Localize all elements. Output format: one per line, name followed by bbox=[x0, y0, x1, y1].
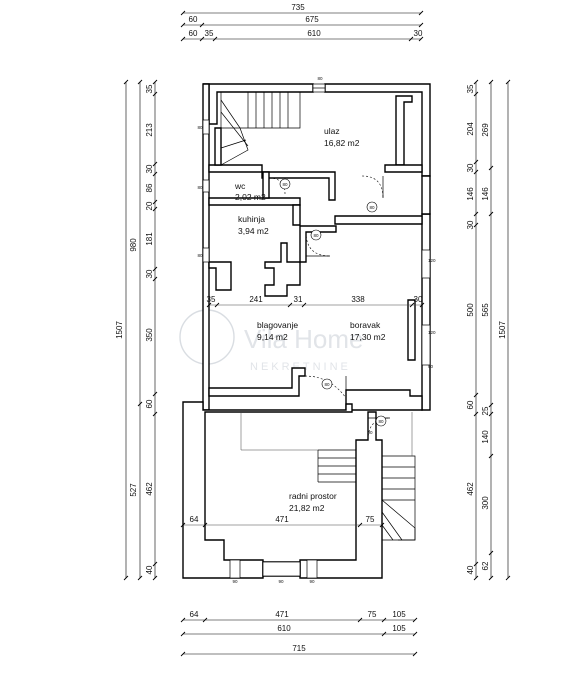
bottom-dim-105a: 105 bbox=[392, 610, 406, 619]
room-boravak-area: 17,30 m2 bbox=[350, 332, 386, 342]
window-tag: 90 bbox=[428, 364, 434, 369]
windows bbox=[202, 83, 431, 579]
room-wc-name: wc bbox=[234, 181, 246, 191]
right-dim-60: 60 bbox=[466, 400, 475, 409]
bottom-dim-105b: 105 bbox=[392, 624, 406, 633]
staircase-upper bbox=[220, 91, 301, 166]
room-ulaz-area: 16,82 m2 bbox=[324, 138, 360, 148]
left-dim-35: 35 bbox=[145, 84, 154, 93]
right-dim-35: 35 bbox=[466, 84, 475, 93]
window-tag: 90 bbox=[309, 579, 315, 584]
right-dim-300: 300 bbox=[481, 496, 490, 510]
watermark-brand: Vila Home bbox=[244, 324, 363, 354]
bottom-dimensions: 64 471 75 105 610 105 715 bbox=[180, 610, 418, 657]
right-dim-25: 25 bbox=[481, 406, 490, 415]
top-dim-735: 735 bbox=[291, 3, 305, 12]
right-dim-500: 500 bbox=[466, 303, 475, 317]
left-dim-350: 350 bbox=[145, 328, 154, 342]
window-tags: 80 80 80 120 120 90 90 90 90 90 bbox=[197, 125, 436, 584]
int-dim-338: 338 bbox=[351, 295, 365, 304]
room-radni-area: 21,82 m2 bbox=[289, 503, 325, 513]
int-dim-31: 31 bbox=[294, 295, 303, 304]
door-tag: 80 bbox=[282, 182, 288, 187]
left-dim-40: 40 bbox=[145, 565, 154, 574]
left-dim-213: 213 bbox=[145, 123, 154, 137]
watermark-sub: NEKRETNINE bbox=[250, 361, 351, 373]
left-dim-30a: 30 bbox=[145, 164, 154, 173]
top-dimensions: 735 60 675 60 35 610 30 bbox=[180, 3, 424, 42]
left-dimensions: 1507 980 527 35 213 30 86 20 181 30 350 … bbox=[115, 79, 158, 581]
bottom-dim-75: 75 bbox=[368, 610, 377, 619]
door-tag: 80 bbox=[313, 233, 319, 238]
room-radni-name: radni prostor bbox=[289, 491, 337, 501]
right-dim-269: 269 bbox=[481, 123, 490, 137]
right-dim-462: 462 bbox=[466, 482, 475, 496]
left-dim-86: 86 bbox=[145, 183, 154, 192]
bottom-dim-610: 610 bbox=[277, 624, 291, 633]
right-dim-140: 140 bbox=[481, 430, 490, 444]
window-tag: 120 bbox=[428, 330, 436, 335]
interior-dimensions: 35 241 31 338 30 64 471 75 bbox=[190, 295, 423, 524]
right-dim-204: 204 bbox=[466, 122, 475, 136]
room-kuhinja-area: 3,94 m2 bbox=[238, 226, 269, 236]
right-dimensions: 35 204 30 146 30 500 60 462 40 269 146 5… bbox=[466, 79, 511, 581]
right-dim-1507: 1507 bbox=[498, 321, 507, 339]
top-dim-610: 610 bbox=[307, 29, 321, 38]
room-blagovanje-name: blagovanje bbox=[257, 320, 298, 330]
door-tag: 80 bbox=[369, 205, 375, 210]
window-tag: 80 bbox=[197, 185, 203, 190]
int-dim-471: 471 bbox=[275, 515, 289, 524]
bottom-dim-471: 471 bbox=[275, 610, 289, 619]
room-blagovanje-area: 9,14 m2 bbox=[257, 332, 288, 342]
top-dim-60b: 60 bbox=[189, 29, 198, 38]
left-dim-527: 527 bbox=[129, 483, 138, 497]
int-dim-64: 64 bbox=[190, 515, 199, 524]
bottom-dim-64: 64 bbox=[190, 610, 199, 619]
room-kuhinja-name: kuhinja bbox=[238, 214, 265, 224]
window-tag: 90 bbox=[367, 430, 373, 435]
room-boravak-name: boravak bbox=[350, 320, 381, 330]
top-dim-60a: 60 bbox=[189, 15, 198, 24]
window-tag: 120 bbox=[428, 258, 436, 263]
staircase-lower bbox=[317, 449, 416, 541]
room-ulaz-name: ulaz bbox=[324, 126, 340, 136]
interior-lines bbox=[180, 302, 425, 528]
left-dim-980: 980 bbox=[129, 238, 138, 252]
window-tag: 80 bbox=[197, 253, 203, 258]
right-dim-565: 565 bbox=[481, 303, 490, 317]
int-dim-35: 35 bbox=[207, 295, 216, 304]
window-tag: 90 bbox=[232, 579, 238, 584]
top-dim-30: 30 bbox=[414, 29, 423, 38]
door-tags: 80 80 80 80 80 80 bbox=[279, 76, 387, 427]
right-dim-30b: 30 bbox=[466, 220, 475, 229]
left-dim-30b: 30 bbox=[145, 269, 154, 278]
room-wc-area: 2,02 m2 bbox=[235, 192, 266, 202]
right-dim-62: 62 bbox=[481, 561, 490, 570]
left-dim-1507: 1507 bbox=[115, 321, 124, 339]
top-dim-35: 35 bbox=[205, 29, 214, 38]
window-tag: 90 bbox=[278, 579, 284, 584]
room-labels: ulaz 16,82 m2 wc 2,02 m2 kuhinja 3,94 m2… bbox=[234, 126, 386, 513]
left-dim-181: 181 bbox=[145, 232, 154, 246]
int-dim-241: 241 bbox=[249, 295, 263, 304]
int-dim-75: 75 bbox=[366, 515, 375, 524]
left-dim-462: 462 bbox=[145, 482, 154, 496]
door-tag: 80 bbox=[378, 419, 384, 424]
left-dim-20: 20 bbox=[145, 201, 154, 210]
right-dim-40: 40 bbox=[466, 565, 475, 574]
right-dim-146b: 146 bbox=[481, 187, 490, 201]
left-dim-60: 60 bbox=[145, 399, 154, 408]
right-dim-30a: 30 bbox=[466, 163, 475, 172]
window-tag: 80 bbox=[197, 125, 203, 130]
door-tag: 80 bbox=[317, 76, 323, 81]
int-dim-30: 30 bbox=[414, 295, 423, 304]
bottom-dim-715: 715 bbox=[292, 644, 306, 653]
right-dim-146a: 146 bbox=[466, 187, 475, 201]
top-dim-675: 675 bbox=[305, 15, 319, 24]
door-tag: 80 bbox=[324, 382, 330, 387]
